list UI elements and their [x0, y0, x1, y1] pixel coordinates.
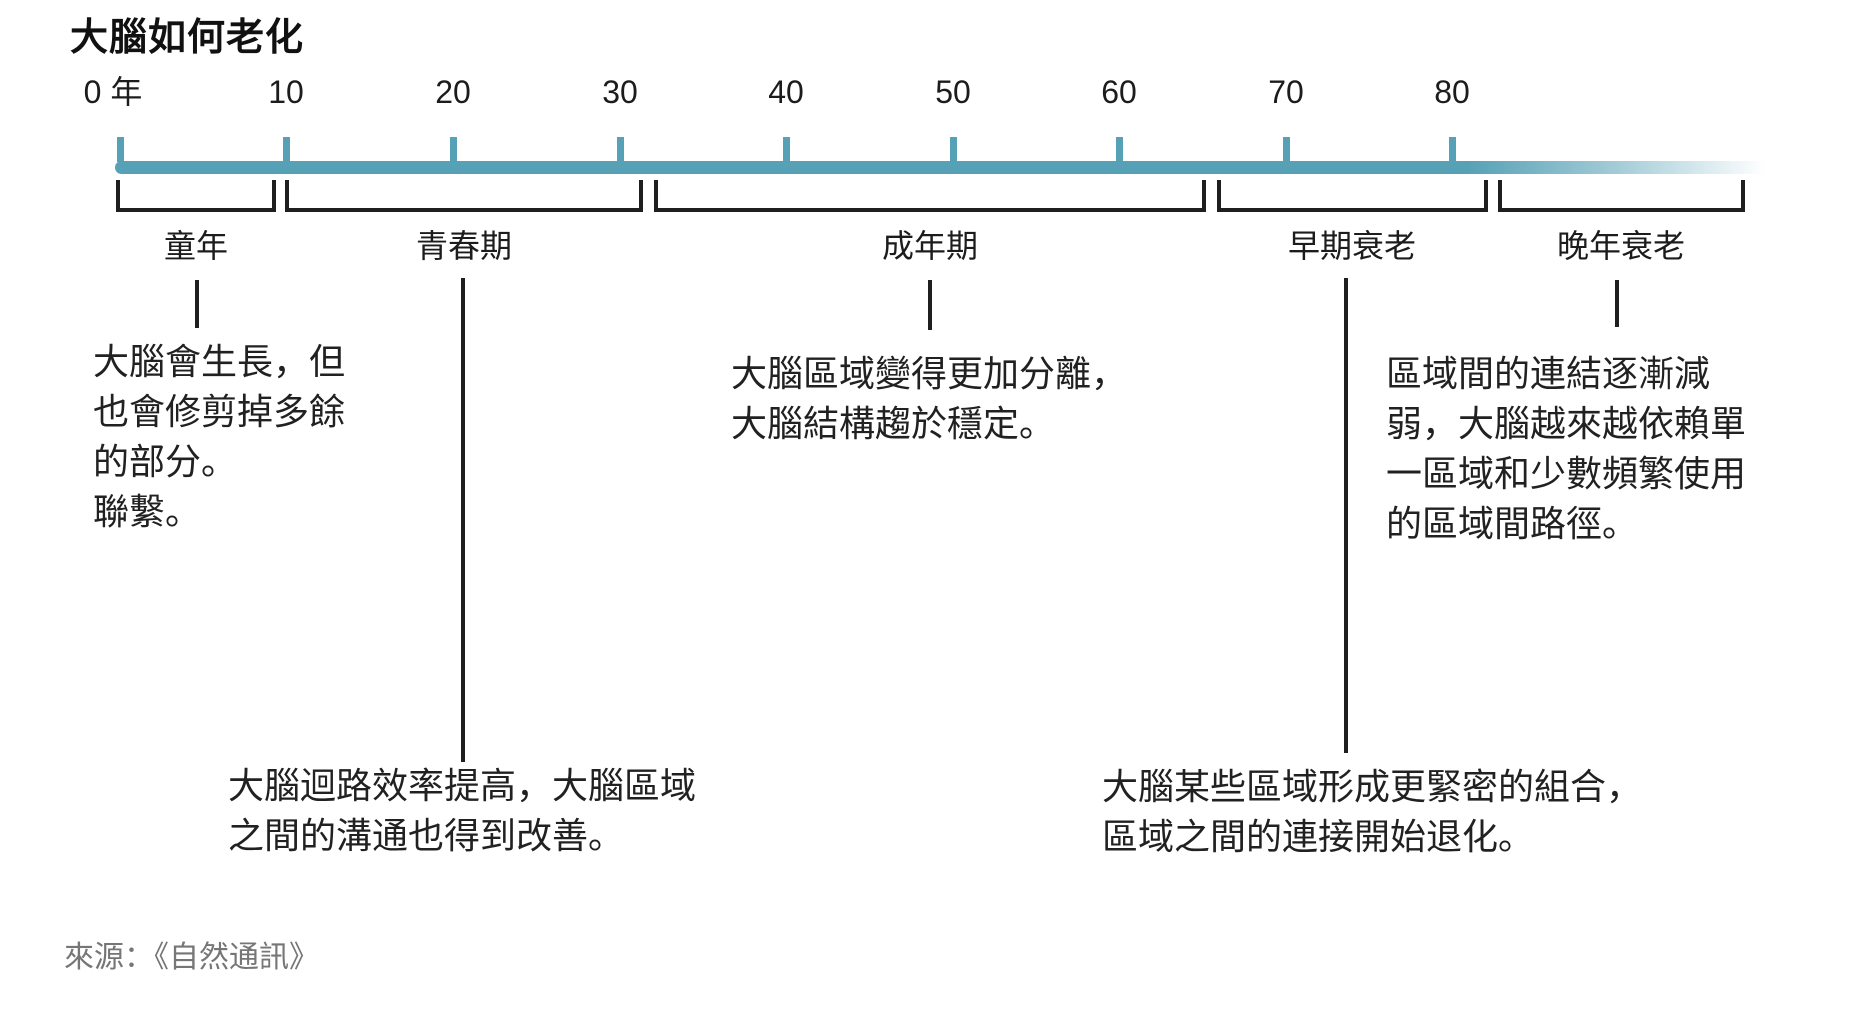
stage-bracket-adolescence — [285, 180, 643, 212]
stage-connector-early-aging — [1344, 278, 1348, 753]
tick-mark-40 — [783, 137, 790, 162]
stage-label-early-aging: 早期衰老 — [1287, 228, 1417, 264]
stage-connector-adulthood — [928, 280, 932, 330]
stage-connector-childhood — [195, 280, 199, 328]
stage-bracket-early-aging — [1217, 180, 1488, 212]
tick-mark-20 — [450, 137, 457, 162]
tick-label-0: 0 年 — [83, 74, 143, 110]
stage-label-late-aging: 晚年衰老 — [1556, 228, 1686, 264]
tick-mark-10 — [283, 137, 290, 162]
stage-connector-adolescence — [461, 278, 465, 762]
stage-label-adulthood: 成年期 — [881, 228, 979, 264]
stage-connector-late-aging — [1615, 280, 1619, 327]
tick-mark-60 — [1116, 137, 1123, 162]
tick-mark-80 — [1449, 137, 1456, 162]
page-title: 大腦如何老化 — [70, 17, 305, 59]
source-note: 來源：《自然通訊》 — [64, 941, 319, 974]
stage-bracket-childhood — [116, 180, 276, 212]
tick-mark-30 — [617, 137, 624, 162]
stage-description-adulthood: 大腦區域變得更加分離， 大腦結構趨於穩定。 — [731, 353, 1128, 444]
stage-description-childhood: 大腦會生長，但 也會修剪掉多餘 的部分。 聯繫。 — [93, 341, 346, 532]
tick-label-10: 10 — [268, 74, 304, 110]
stage-label-childhood: 童年 — [163, 228, 229, 264]
stage-description-late-aging: 區域間的連結逐漸減 弱，大腦越來越依賴單 一區域和少數頻繁使用 的區域間路徑。 — [1386, 353, 1747, 544]
tick-label-50: 50 — [935, 74, 971, 110]
timeline-bar — [115, 161, 1765, 174]
stage-bracket-late-aging — [1498, 180, 1745, 212]
stage-description-adolescence: 大腦迴路效率提高，大腦區域 之間的溝通也得到改善。 — [228, 765, 697, 856]
tick-label-40: 40 — [768, 74, 804, 110]
tick-mark-50 — [950, 137, 957, 162]
tick-mark-70 — [1283, 137, 1290, 162]
stage-description-early-aging: 大腦某些區域形成更緊密的組合， 區域之間的連接開始退化。 — [1102, 766, 1643, 857]
tick-mark-0 — [117, 137, 124, 162]
stage-bracket-adulthood — [654, 180, 1206, 212]
tick-label-60: 60 — [1101, 74, 1137, 110]
tick-label-20: 20 — [435, 74, 471, 110]
stage-label-adolescence: 青春期 — [415, 228, 513, 264]
tick-label-80: 80 — [1434, 74, 1470, 110]
tick-label-30: 30 — [602, 74, 638, 110]
tick-label-70: 70 — [1268, 74, 1304, 110]
